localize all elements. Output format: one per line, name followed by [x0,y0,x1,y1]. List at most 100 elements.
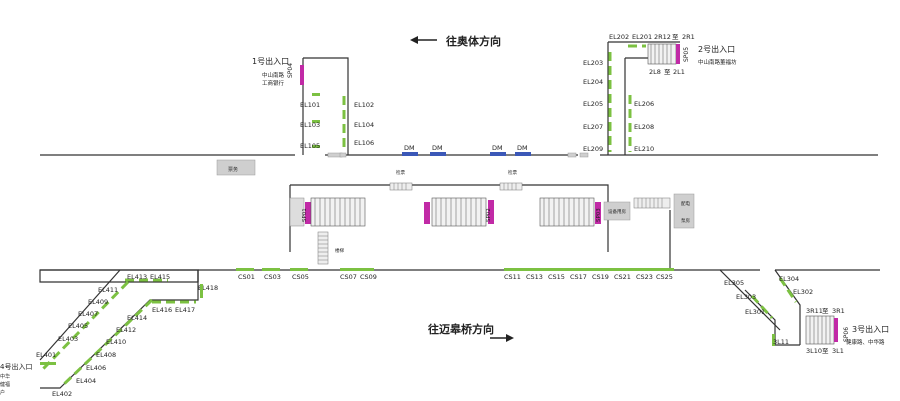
el416-label: EL416 [152,306,172,314]
exit2-dest: 中山南路董福坊 [698,58,737,66]
vertical-gates: 楼梯 [317,231,344,265]
cs23-label: CS23 [636,273,653,281]
direction-top: 往奥体方向 [410,34,501,48]
cs13-label: CS13 [526,273,543,281]
el207-label: EL207 [583,123,603,131]
el303-label: EL303 [736,293,756,301]
dm-label-4: DM [517,144,528,152]
gate-note-1: 检票 [396,169,405,176]
el404-label: EL404 [76,377,96,385]
cs-right-group: CS11 CS13 CS15 CS17 CS19 CS21 CS23 CS25 [504,268,674,281]
el411-label: EL411 [98,286,118,294]
platform-escalator-3: SP03 设备用房 配电 泵房 [539,193,695,229]
el208-label: EL208 [634,123,654,131]
el202-label: EL202 [609,33,629,41]
el403-label: EL403 [58,335,78,343]
exit4-dest2: 健福 [0,381,10,388]
el201-label: EL201 [632,33,652,41]
el408-label: EL408 [96,351,116,359]
el103-label: EL103 [300,121,320,129]
dm-label-2: DM [432,144,443,152]
platform-escalator-1: SP01 [289,197,366,227]
exit3-stair-bottom-c: 3L1 [832,347,844,355]
exit3-label: 3号出入口 [852,324,889,334]
el407-label: EL407 [78,310,98,318]
right-room-1: 配电 [681,200,690,207]
el205-label: EL205 [583,100,603,108]
cs07-label: CS07 [340,273,357,281]
direction-bottom: 往迈皋桥方向 [428,322,514,342]
el304-label: EL304 [779,275,799,283]
el410-label: EL410 [106,338,126,346]
exit2-corridor: SP05 2号出入口 中山南路董福坊 EL202 EL201 2R12 至 2R… [567,33,737,158]
dm-label-3: DM [492,144,503,152]
platform-escalator-2: SP02 [424,197,494,227]
cs25-label: CS25 [656,273,673,281]
el412-label: EL412 [116,326,136,334]
direction-bottom-label: 往迈皋桥方向 [428,322,494,336]
el401-label: EL401 [36,351,56,359]
cs19-label: CS19 [592,273,609,281]
exit2-stair-bottom-a: 2L8 [649,68,661,76]
el305-label: EL305 [724,279,744,287]
exit1-dest2: 工商银行 [262,79,285,87]
el405-label: EL405 [68,322,88,330]
exit2-stair-top-a: 2R12 [654,33,671,41]
el209-label: EL209 [583,145,603,153]
exit2-stair-top-c: 2R1 [682,33,695,41]
cs11-label: CS11 [504,273,521,281]
cs01-label: CS01 [238,273,255,281]
cs09-label: CS09 [360,273,377,281]
exit1-label: 1号出入口 [252,56,289,66]
ticket-gates: 检票 检票 [389,169,523,191]
exit4-dest1: 中华 [0,373,10,380]
exit3-corridor: SP06 3号出入口 健康路、中华路 3R11 至 3R1 3L10 至 3L1… [724,269,889,355]
cs17-label: CS17 [570,273,587,281]
cs03-label: CS03 [264,273,281,281]
exit3-stair-top-c: 3R1 [832,307,845,315]
exit3-stair-bottom-a: 3L10 [806,347,822,355]
right-room-2: 泵房 [681,217,690,224]
el414-label: EL414 [127,314,147,322]
exit1-corridor: SP04 1号出入口 中山南路 工商银行 EL101 EL103 EL105 E… [252,56,374,158]
exit2-sp: SP05 [683,47,690,62]
exit2-stair-bottom-b: 至 [664,68,671,76]
el302-label: EL302 [793,288,813,296]
el106-label: EL106 [354,139,374,147]
el402-label: EL402 [52,390,72,398]
el203-label: EL203 [583,59,603,67]
el210-label: EL210 [634,145,654,153]
el206-label: EL206 [634,100,654,108]
el415-label: EL415 [150,273,170,281]
el104-label: EL104 [354,121,374,129]
el406-label: EL406 [86,364,106,372]
gate-note-2: 检票 [508,169,517,176]
el301-label: EL301 [745,308,765,316]
exit3-side: 3L11 [773,338,789,346]
cs21-label: CS21 [614,273,631,281]
control-room-label: 设备用房 [608,208,626,215]
exit3-dest: 健康路、中华路 [846,338,885,346]
exit3-stair-top-a: 3R11 [806,307,823,315]
exit3-stair-top-b: 至 [822,307,829,315]
exit4-dest3: 户 [0,389,5,396]
ticket-office: 票务 [216,159,256,176]
el413-label: EL413 [127,273,147,281]
exit4-label: 4号出入口 [0,362,32,371]
el204-label: EL204 [583,78,603,86]
exit3-sp: SP06 [843,327,850,342]
cs-left-group: CS01 CS03 CS05 CS07 CS09 [236,268,377,281]
el102-label: EL102 [354,101,374,109]
el101-label: EL101 [300,101,320,109]
dm-label-1: DM [404,144,415,152]
gate-note-3: 楼梯 [335,247,344,254]
exit3-stair-bottom-b: 至 [822,347,829,355]
exit4-corridor: EL413 EL415 EL411 EL409 EL407 EL405 EL40… [0,269,218,398]
cs15-label: CS15 [548,273,565,281]
el409-label: EL409 [88,298,108,306]
el418-label: EL418 [198,284,218,292]
exit2-stair-bottom-c: 2L1 [673,68,685,76]
el105-label: EL105 [300,142,320,150]
sp01-label: SP01 [302,208,308,222]
